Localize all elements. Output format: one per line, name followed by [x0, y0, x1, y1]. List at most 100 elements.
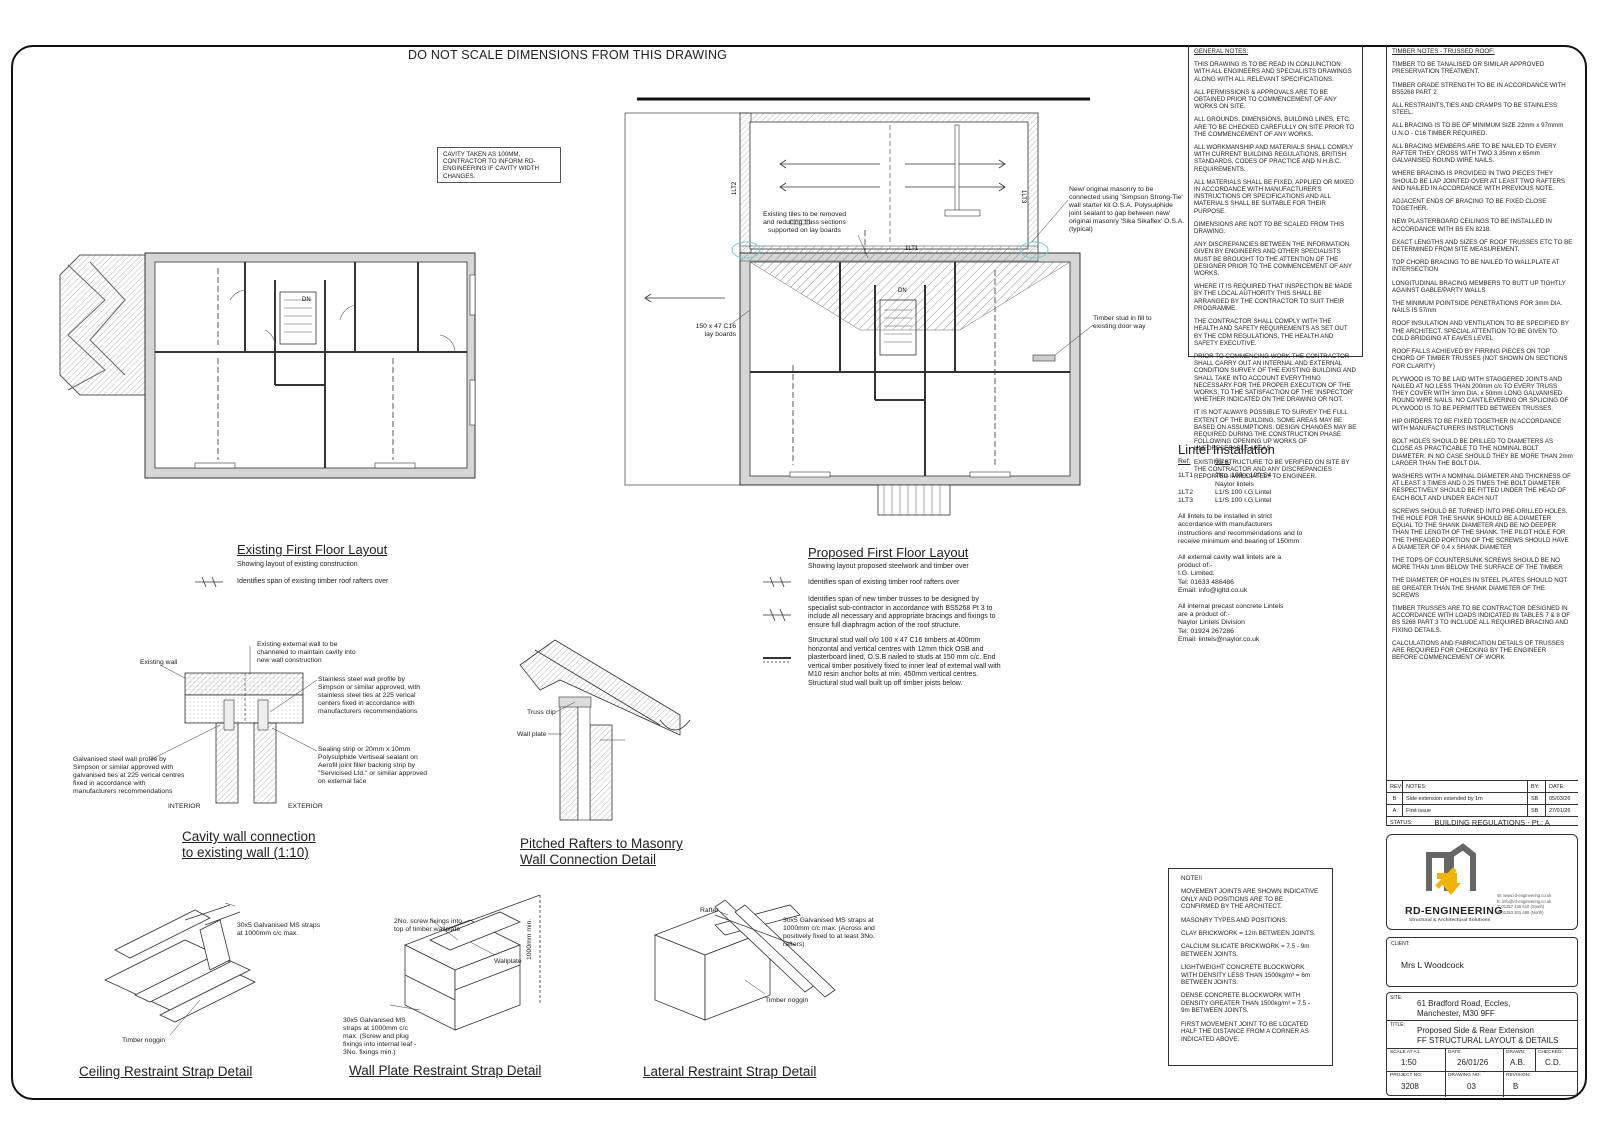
note-item: DIMENSIONS ARE NOT TO BE SCALED FROM THI… [1194, 220, 1345, 236]
general-notes-list: THIS DRAWING IS TO BE READ IN CONJUNCTIO… [1194, 61, 1357, 480]
note-item: WHERE BRACING IS PROVIDED IN TWO PIECES … [1392, 170, 1566, 192]
proposed-first-floor-plan: DN 1LT1 1LT2 1LT3 [624, 97, 1094, 516]
channeled-label: Existing external wall to be channeled t… [257, 641, 356, 664]
lintel-row: 1LT3 L1/S 100 I.G Lintel [1178, 497, 1272, 505]
checked-value: C.D. [1545, 1058, 1561, 1067]
note-item: THE DIAMETER OF HOLES IN STEEL PLATES SH… [1392, 577, 1568, 599]
truss-clip-label: Truss clip [527, 709, 556, 716]
note-item: IT IS NOT ALWAYS POSSIBLE TO SURVEY THE … [1194, 409, 1357, 453]
wall-plate-label: Wall plate [517, 731, 547, 738]
existing-plan-subtitle: Showing layout of existing construction [237, 561, 358, 568]
note-item: ROOF INSULATION AND VENTILATION TO BE SP… [1392, 320, 1569, 342]
masonry-label: New/ original masonry to be connected us… [1069, 186, 1185, 233]
timber-notes-list: TIMBER TO BE TANALISED OR SIMILAR APPROV… [1392, 61, 1573, 661]
note-item: TOP CHORD BRACING TO BE NAILED TO WALLPL… [1392, 259, 1560, 274]
project-number: 3208 [1401, 1082, 1419, 1091]
lintel-1lt3-label: 1LT3 [1020, 190, 1026, 204]
movement-note-item: CLAY BRICKWORK = 12m BETWEEN JOINTS. [1181, 930, 1316, 938]
note-item: WASHERS WITH A NOMINAL DIAMETER AND THIC… [1392, 472, 1571, 502]
movement-note-item: CALCIUM SILICATE BRICKWORK = 7.5 - 9m BE… [1181, 943, 1310, 958]
movement-joint-note: NOTE!! MOVEMENT JOINTS ARE SHOWN INDICAT… [1168, 868, 1333, 1066]
note-item: THIS DRAWING IS TO BE READ IN CONJUNCTIO… [1194, 61, 1352, 83]
existing-plan-title: Existing First Floor Layout [237, 542, 388, 557]
note-item: EXISTING STRUCTURE TO BE VERIFIED ON SIT… [1194, 458, 1350, 480]
note-item: ALL RESTRAINTS,TIES AND CRAMPS TO BE STA… [1392, 102, 1558, 117]
existing-wall-label: Existing wall [140, 659, 178, 666]
proposed-legend-3: Structural stud wall o/o 100 x 47 C16 ti… [808, 637, 1001, 687]
rafter-detail-title: Pitched Rafters to Masonry Wall Connecti… [520, 836, 683, 867]
note-item: SCREWS SHOULD BE TURNED INTO PRE-DRILLED… [1392, 507, 1569, 551]
drawing-canvas: DN [59, 97, 1094, 1036]
note-item: ALL BRACING IS TO BE OF MINIMUM SIZE 22m… [1392, 122, 1564, 137]
galv-profile-label: Galvanised steel wall profile by Simpson… [73, 756, 185, 795]
movement-note-item: FIRST MOVEMENT JOINT TO BE LOCATED HALF … [1181, 1020, 1309, 1043]
note-item: TIMBER TRUSSES ARE TO BE CONTRACTOR DESI… [1392, 604, 1571, 634]
client-block: CLIENT: Mrs L Woodcock [1386, 937, 1578, 987]
wallplate-detail-title: Wall Plate Restraint Strap Detail [349, 1063, 542, 1078]
wallplate-label: Wallplate [494, 958, 522, 965]
proposed-legend-2: Identifies span of new timber trusses to… [808, 596, 996, 629]
existing-stair-label: DN [302, 297, 311, 303]
note-item: PLYWOOD IS TO BE LAID WITH STAGGERED JOI… [1392, 375, 1569, 412]
revision-value: B [1513, 1082, 1519, 1091]
lateral-noggin-label: Timber noggin [765, 997, 809, 1004]
cavity-detail-title: Cavity wall connection to existing wall … [182, 829, 316, 860]
wallplate-dim-label: 1000mm min. [526, 918, 533, 960]
movement-note-item: DENSE CONCRETE BLOCKWORK WITH DENSITY GR… [1181, 992, 1310, 1015]
lintel-header: Ref: Size: [1178, 458, 1231, 466]
existing-first-floor-plan: DN [144, 252, 476, 479]
note-item: ADJACENT ENDS OF BRACING TO BE FIXED CLO… [1392, 198, 1547, 213]
tiles-label: Existing tiles to be removed and reducin… [762, 211, 847, 234]
ceiling-straps-label: 30x5 Galvanised MS straps at 1000mm c/c … [237, 922, 321, 937]
note-item: NEW PLASTERBOARD CEILINGS TO BE INSTALLE… [1392, 218, 1552, 233]
lintel-row: 1LT2 L1/S 100 I.G Lintel [1178, 488, 1272, 496]
lintel-1lt2-label: 1LT2 [732, 181, 738, 195]
note-item: HIP GIRDERS TO BE FIXED TOGETHER IN ACCO… [1392, 417, 1562, 432]
note-item: ROOF FALLS ACHIEVED BY FIRRING PIECES ON… [1392, 348, 1568, 370]
status-row: STATUS: BUILDING REGULATIONS - Pt.: A [1390, 818, 1550, 827]
note-item: THE MINIMUM POINTSIDE PENETRATIONS FOR 3… [1392, 300, 1563, 315]
movement-note-item: LIGHTWEIGHT CONCRETE BLOCKWORK WITH DENS… [1181, 964, 1311, 987]
note-item: TIMBER GRADE STRENGTH TO BE IN ACCORDANC… [1392, 81, 1566, 96]
cavity-note: CAVITY TAKEN AS 100MM, CONTRACTOR TO INF… [437, 147, 561, 183]
drawing-warning: DO NOT SCALE DIMENSIONS FROM THIS DRAWIN… [408, 48, 728, 62]
note-item: ALL MATERIALS SHALL BE FIXED, APPLIED OR… [1194, 178, 1354, 215]
lintel-1lt1-label: 1LT1 [905, 246, 919, 252]
revision-header: REV: NOTES: BY: DATE: [1387, 781, 1578, 793]
note-item: ALL PERMISSIONS & APPROVALS ARE TO BE OB… [1194, 88, 1337, 111]
lintel-row: 1LT1 2No. 100 x 100 S4 Naylor lintels [1178, 472, 1272, 488]
rd-engineering-logo [1426, 843, 1476, 895]
lintel-note-1: All lintels to be installed in strict ac… [1178, 513, 1303, 545]
sealing-label: Sealing strip or 20mm x 10mm Polysulphid… [318, 746, 428, 785]
rafter-label: Rafter [700, 907, 719, 914]
wallplate-restraint-detail [389, 894, 541, 1031]
existing-plan-legend: Identifies span of existing timber roof … [237, 578, 389, 585]
company-block: RD-ENGINEERING Structural & Architectura… [1386, 834, 1578, 930]
proposed-legend-1: Identifies span of existing timber roof … [808, 579, 960, 586]
proposed-stair-label: DN [898, 288, 907, 294]
company-name: RD-ENGINEERING [1405, 905, 1503, 917]
pitched-rafter-detail [519, 639, 691, 821]
drawn-value: A.B. [1510, 1058, 1526, 1067]
lateral-restraint-detail [653, 899, 836, 1021]
company-contact: W: www.rd-engineering.co.uk E: info@rd-e… [1497, 893, 1552, 915]
note-item: LONGITUDINAL BRACING MEMBERS TO BUTT UP … [1392, 279, 1566, 294]
note-item: WHERE IT IS REQUIRED THAT INSPECTION BE … [1194, 283, 1353, 312]
note-item: TIMBER TO BE TANALISED OR SIMILAR APPROV… [1392, 61, 1545, 76]
drawing-border [11, 45, 1587, 1100]
lintel-installation: Lintel Installation Ref: Size: 1LT1 2No.… [1178, 442, 1358, 644]
lintel-title: Lintel Installation [1178, 442, 1275, 457]
movement-note-item: MOVEMENT JOINTS ARE SHOWN INDICATIVE ONL… [1181, 888, 1319, 911]
lateral-straps-label: 30x5 Galvanised MS straps at 1000mm c/c … [783, 917, 875, 948]
layboards-label: 150 x 47 C16 lay boards [695, 323, 736, 338]
note-item: THE TOPS OF COUNTERSUNK SCREWS SHOULD BE… [1392, 556, 1563, 572]
timber-notes-title: TIMBER NOTES - TRUSSED ROOF: [1392, 48, 1495, 55]
client-name: Mrs L Woodcock [1401, 960, 1464, 970]
cavity-wall-detail [149, 646, 318, 804]
existing-roof-hip [59, 254, 146, 396]
lintel-note-3: All internal precast concrete Lintels ar… [1178, 603, 1284, 643]
proposed-plan-title: Proposed First Floor Layout [808, 545, 969, 560]
note-item: BOLT HOLES SHOULD BE DRILLED TO DIAMETER… [1392, 438, 1573, 467]
ceiling-detail-title: Ceiling Restraint Strap Detail [79, 1064, 253, 1079]
lateral-detail-title: Lateral Restraint Strap Detail [643, 1064, 817, 1079]
